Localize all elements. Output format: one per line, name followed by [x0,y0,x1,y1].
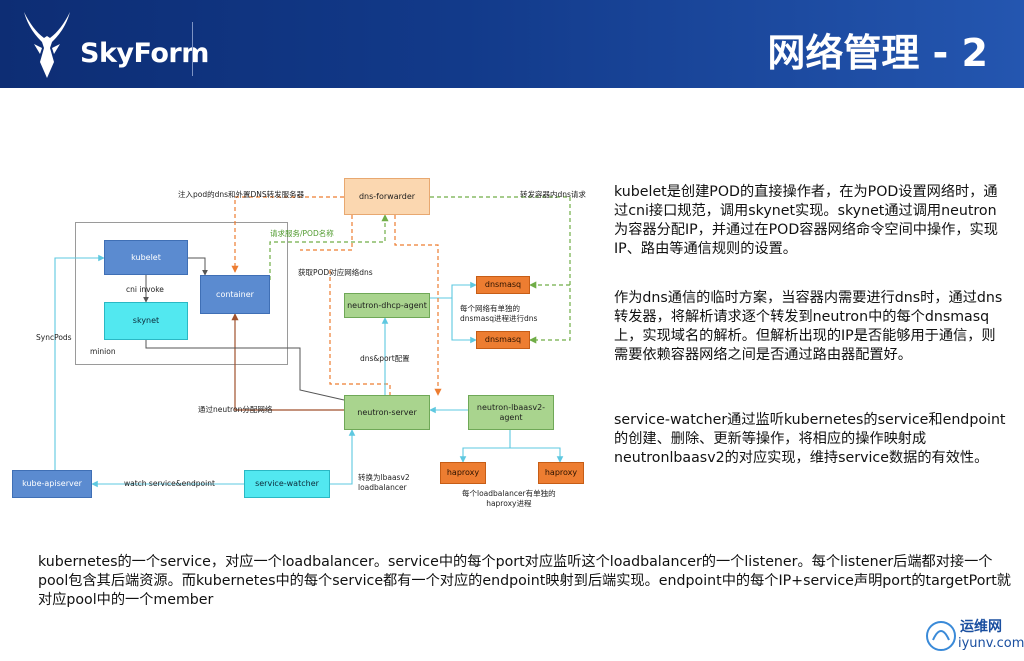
node-kube-apiserver: kube-apiserver [12,470,92,498]
node-neutron-dhcp-agent: neutron-dhcp-agent [344,293,430,318]
label-cni-invoke: cni invoke [126,285,164,294]
edge-dns-forwarder-server [394,215,442,396]
label-each-lb-haproxy: 每个loadbalancer有单独的 haproxy进程 [462,489,556,508]
label-minion: minion [90,347,116,356]
edge-lbaas-haproxy [459,430,511,463]
paragraph-dns: 作为dns通信的临时方案，当容器内需要进行dns时，通过dns转发器，将解析请求… [614,290,1003,363]
node-container: container [200,275,270,314]
edge-dhcp-dnsmasq-2 [451,298,477,344]
page-title: 网络管理 - 2 [767,31,988,75]
node-haproxy-1: haproxy [440,462,486,484]
label-request-service: 请求服务/POD名称 [270,229,334,238]
label-watch: watch service&endpoint [124,479,215,488]
watermark-text: 运维网 [960,619,1002,635]
label-forward-dns: 转发容器内dns请求 [520,190,586,199]
label-convert-lb: 转换为lbaasv2 loadbalancer [358,473,410,492]
label-dns-port-config: dns&port配置 [360,354,410,363]
antelope-logo-icon [24,12,70,78]
edge-get-pod-dns [329,270,391,395]
edge-allocate-ip [231,313,344,411]
edge-kubelet-container [188,257,208,276]
node-dnsmasq-1: dnsmasq [476,276,530,294]
watermark-logo-icon [926,621,956,651]
edge-convert-lb [330,429,356,485]
node-haproxy-2: haproxy [538,462,584,484]
paragraph-service-watcher: service-watcher通过监听kubernetes的service和en… [614,412,1006,466]
node-neutron-lbaasv2-agent: neutron-lbaasv2- agent [468,395,554,430]
label-each-network-dnsmasq: 每个网络有单独的 dnsmasq进程进行dns [460,304,538,323]
node-kubelet: kubelet [104,240,188,275]
paragraph-kubelet: kubelet是创建POD的直接操作者，在为POD设置网络时，通过cni接口规范… [614,184,998,257]
edge-syncpods [54,254,105,470]
node-dns-forwarder: dns-forwarder [344,178,430,215]
logo-text: SkyForm [80,38,209,69]
paragraph-bottom: kubernetes的一个service，对应一个loadbalancer。se… [38,554,1011,608]
edge-inject-dns [231,196,344,273]
node-neutron-server: neutron-server [344,395,430,430]
edge-forward-dns [430,196,571,344]
label-syncpods: SyncPods [36,333,72,342]
edge-forwarder-to-server [300,215,353,251]
label-get-pod-dns: 获取POD对应网络dns [298,268,373,277]
edge-lbaas-haproxy-2 [510,447,564,463]
watermark-url: iyunv.com [958,636,1024,651]
edge-dhcp-dnsmasq-1 [420,281,477,299]
node-skynet: skynet [104,302,188,340]
node-service-watcher: service-watcher [244,470,330,498]
label-inject-dns: 注入pod的dns和外置DNS转发服务器 [178,190,305,199]
header-banner: SkyForm 网络管理 - 2 [0,0,1024,88]
label-allocate-ip: 通过neutron分配网络 [198,405,273,414]
node-dnsmasq-2: dnsmasq [476,331,530,349]
logo-divider [192,22,193,76]
edge-skynet-server [145,330,345,401]
